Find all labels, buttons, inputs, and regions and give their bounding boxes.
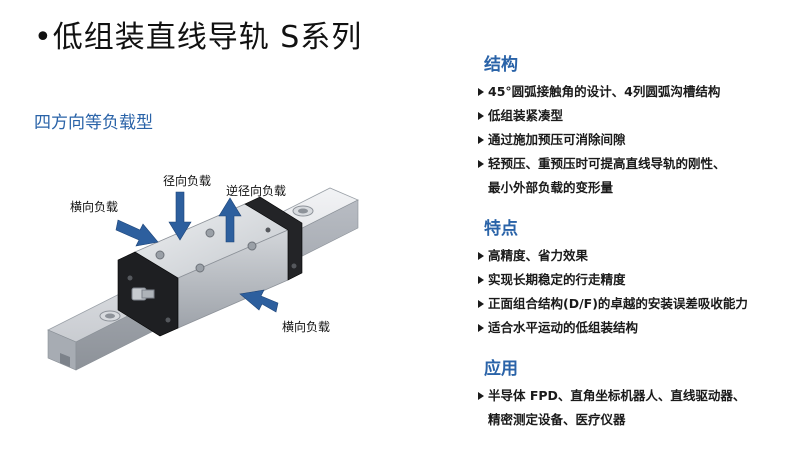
bullet-triangle-icon	[478, 112, 484, 120]
section-heading-applications: 应用	[484, 359, 518, 379]
list-item: 适合水平运动的低组装结构	[478, 316, 798, 340]
list-item: 通过施加预压可消除间隙	[478, 128, 798, 152]
list-item: 半导体 FPD、直角坐标机器人、直线驱动器、精密测定设备、医疗仪器	[478, 384, 798, 432]
spec-column: 结构 45°圆弧接触角的设计、4列圆弧沟槽结构 低组装紧凑型 通过施加预压可消除…	[478, 50, 798, 446]
section-heading-structure: 结构	[484, 55, 518, 75]
section-features: 特点 高精度、省力效果 实现长期稳定的行走精度 正面组合结构(D/F)的卓越的安…	[478, 214, 798, 340]
page-title: •低组装直线导轨 S系列	[34, 20, 363, 55]
bullet-triangle-icon	[478, 392, 484, 400]
callout-lateral-left: 横向负载	[70, 200, 119, 214]
callout-lateral-right: 横向负载	[282, 320, 331, 334]
linear-guide-illustration	[47, 187, 359, 371]
list-item: 正面组合结构(D/F)的卓越的安装误差吸收能力	[478, 292, 798, 316]
bullet-triangle-icon	[478, 160, 484, 168]
bullet-triangle-icon	[478, 300, 484, 308]
bullet-triangle-icon	[478, 136, 484, 144]
list-item: 实现长期稳定的行走精度	[478, 268, 798, 292]
radial-load-arrow	[168, 191, 192, 241]
list-item: 高精度、省力效果	[478, 244, 798, 268]
carriage-block	[117, 196, 303, 337]
lateral-load-left-arrow	[115, 219, 159, 247]
bullet-triangle-icon	[478, 324, 484, 332]
page-subtitle: 四方向等负载型	[34, 113, 153, 133]
bullet-triangle-icon	[478, 252, 484, 260]
callout-radial: 径向负载	[163, 174, 212, 188]
section-structure: 结构 45°圆弧接触角的设计、4列圆弧沟槽结构 低组装紧凑型 通过施加预压可消除…	[478, 50, 798, 200]
lateral-load-right-arrow	[239, 289, 279, 313]
section-applications: 应用 半导体 FPD、直角坐标机器人、直线驱动器、精密测定设备、医疗仪器	[478, 354, 798, 432]
section-heading-features: 特点	[484, 219, 518, 239]
callout-reverse-radial: 逆径向负载	[226, 184, 287, 198]
bullet-triangle-icon	[478, 276, 484, 284]
reverse-radial-load-arrow	[218, 197, 242, 243]
bullet-triangle-icon	[478, 88, 484, 96]
list-item: 低组装紧凑型	[478, 104, 798, 128]
list-item: 45°圆弧接触角的设计、4列圆弧沟槽结构	[478, 80, 798, 104]
list-item: 轻预压、重预压时可提高直线导轨的刚性、最小外部负载的变形量	[478, 152, 798, 200]
